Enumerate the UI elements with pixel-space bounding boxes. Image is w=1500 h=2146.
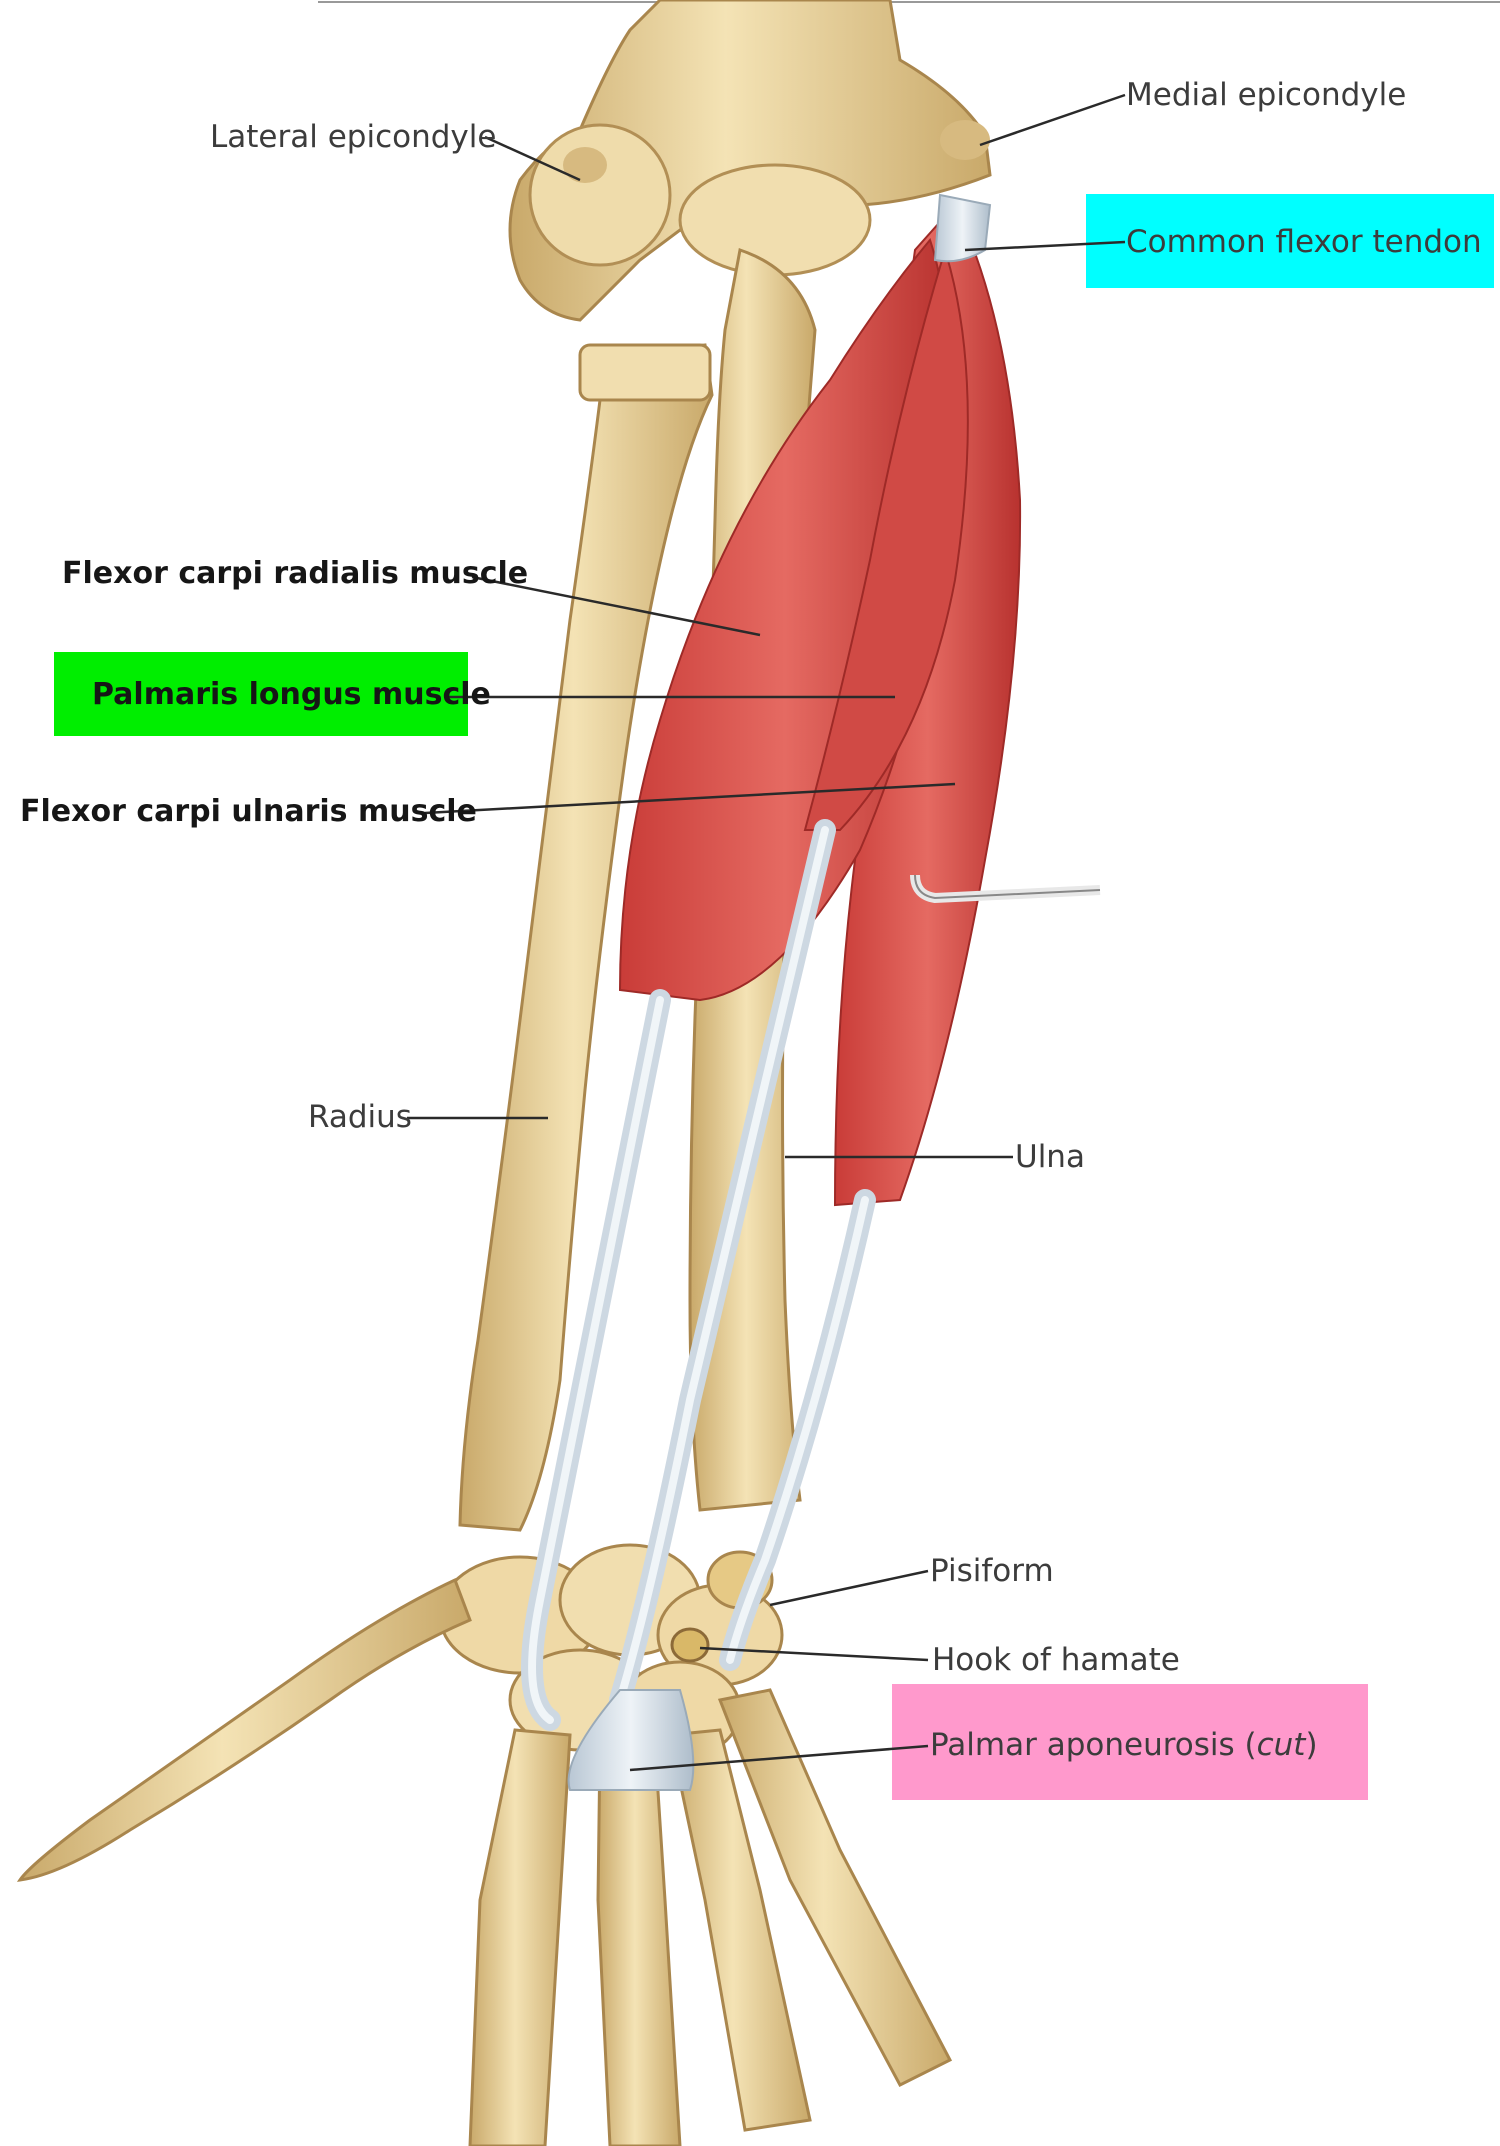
humerus bbox=[508, 0, 992, 322]
label-ulna: Ulna bbox=[1015, 1139, 1085, 1175]
label-common-flexor-tendon: Common flexor tendon bbox=[1126, 224, 1482, 260]
label-palmar-aponeurosis-close: ) bbox=[1305, 1727, 1318, 1763]
leader-lines bbox=[407, 93, 1126, 1772]
label-hook-of-hamate: Hook of hamate bbox=[932, 1642, 1180, 1678]
common-flexor-tendon-highlight bbox=[1086, 194, 1494, 288]
label-palmar-aponeurosis-main: Palmar aponeurosis ( bbox=[930, 1727, 1257, 1763]
trochlea bbox=[678, 163, 872, 277]
radius-bone bbox=[458, 343, 714, 1532]
hook-of-hamate-bone bbox=[670, 1627, 710, 1663]
tendons bbox=[521, 819, 876, 1731]
label-lateral-epicondyle: Lateral epicondyle bbox=[210, 119, 497, 155]
label-radius: Radius bbox=[308, 1099, 412, 1135]
label-palmaris-longus: Palmaris longus muscle bbox=[92, 677, 491, 712]
label-flexor-carpi-radialis: Flexor carpi radialis muscle bbox=[62, 556, 529, 591]
palmaris-longus-highlight bbox=[54, 652, 468, 736]
medial-epicondyle-shape bbox=[940, 120, 990, 160]
lateral-epicondyle-shape bbox=[563, 147, 607, 183]
palmar-aponeurosis-shape bbox=[567, 1689, 695, 1791]
label-medial-epicondyle: Medial epicondyle bbox=[1126, 77, 1407, 113]
label-palmar-aponeurosis-cut: cut bbox=[1256, 1727, 1306, 1763]
common-flexor-tendon-shape bbox=[933, 193, 992, 263]
thumb-bones bbox=[16, 1577, 472, 1882]
retractor-hook-outline bbox=[914, 874, 1101, 900]
finger-bones bbox=[468, 1688, 953, 2146]
label-flexor-carpi-ulnaris: Flexor carpi ulnaris muscle bbox=[20, 794, 477, 829]
palmar-aponeurosis-highlight bbox=[892, 1684, 1368, 1800]
palmaris-longus-muscle-shape bbox=[803, 246, 969, 831]
capitulum bbox=[528, 123, 672, 267]
label-palmar-aponeurosis: Palmar aponeurosis (cut) bbox=[930, 1726, 1318, 1764]
label-pisiform: Pisiform bbox=[930, 1553, 1054, 1589]
radius-head bbox=[578, 343, 712, 402]
flexor-muscles bbox=[618, 203, 1022, 1207]
